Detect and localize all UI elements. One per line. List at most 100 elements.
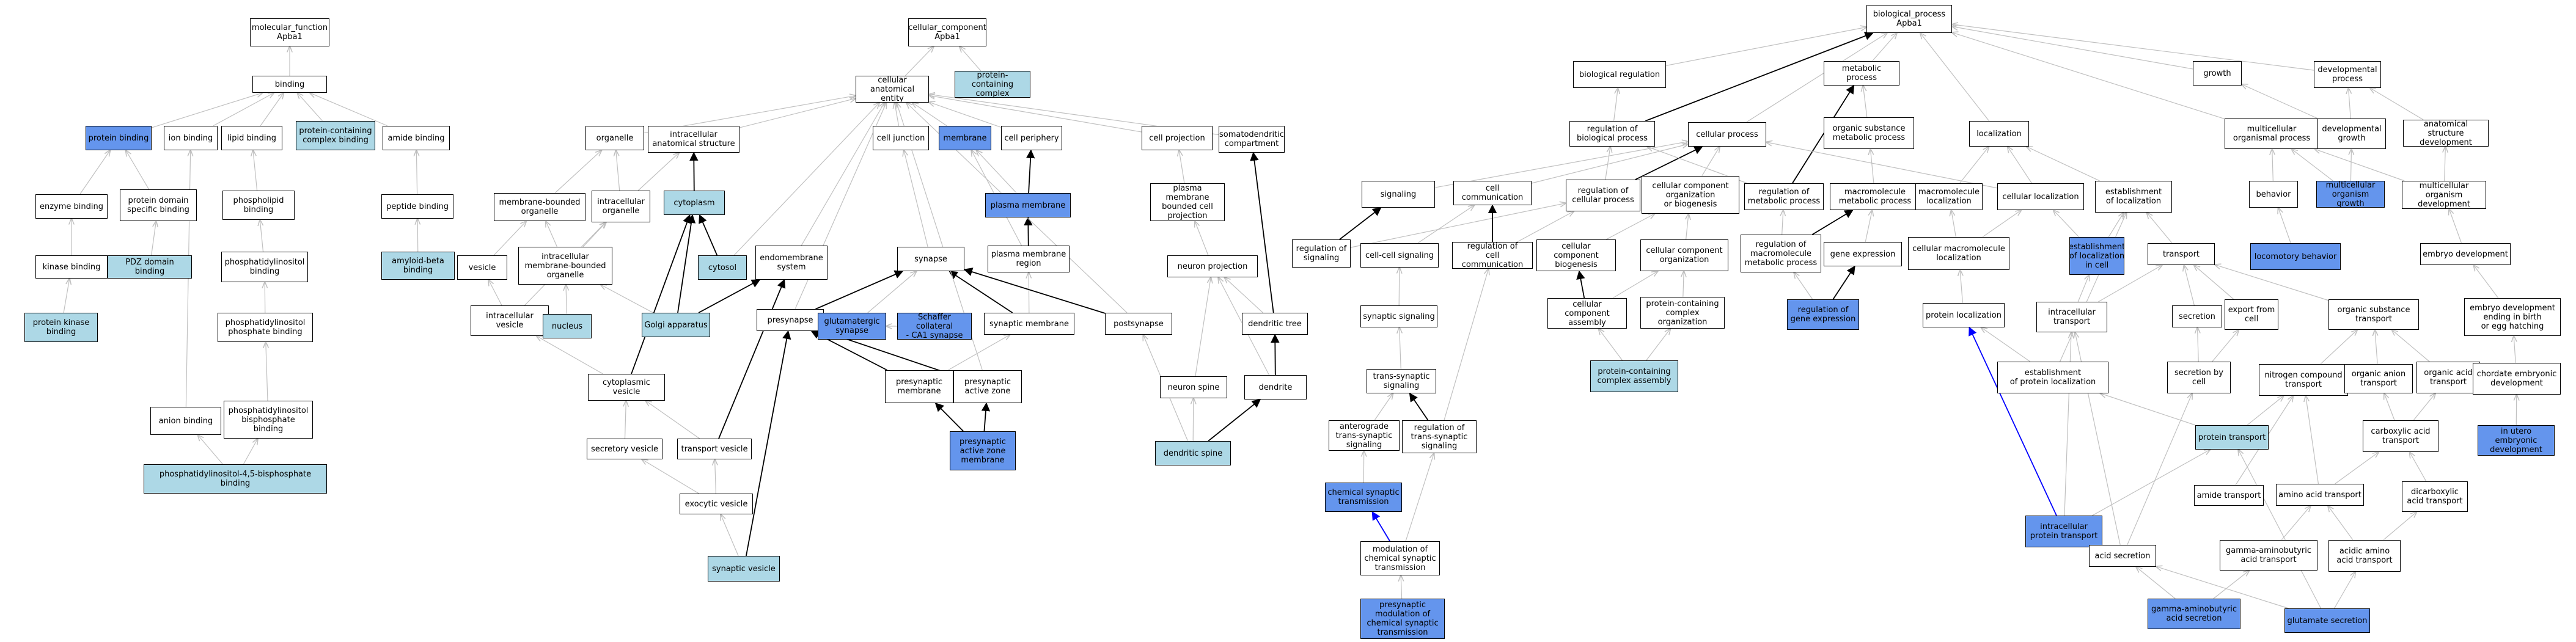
go-term-ccs[interactable]: cell-cell signaling (1360, 243, 1439, 268)
go-term-ost[interactable]: organic substance transport (2328, 299, 2419, 330)
go-term-osmp[interactable]: organic substance metabolic process (1824, 117, 1914, 149)
go-term-pazm[interactable]: presynaptic active zone membrane (950, 431, 1016, 470)
go-term-reg-cp[interactable]: regulation of cellular process (1566, 180, 1640, 211)
go-term-nct[interactable]: nitrogen compound transport (2259, 364, 2348, 396)
go-term-elc[interactable]: establishment of localization in cell (2069, 237, 2124, 275)
go-term-mod[interactable]: multicellular organism development (2402, 181, 2486, 209)
go-term-pcco[interactable]: protein-containing complex organization (1640, 297, 1725, 329)
go-term-synaptic-vesicle[interactable]: synaptic vesicle (708, 556, 780, 582)
go-term-abeta[interactable]: amyloid-beta binding (381, 252, 455, 280)
go-term-cst[interactable]: chemical synaptic transmission (1325, 483, 1402, 512)
go-term-reg-mp[interactable]: regulation of metabolic process (1744, 183, 1824, 210)
go-term-pip-binding[interactable]: phosphatidylinositol phosphate binding (218, 313, 313, 342)
go-term-tss[interactable]: trans-synaptic signaling (1367, 369, 1436, 393)
go-term-cytoplasm[interactable]: cytoplasm (664, 191, 725, 215)
go-term-vesicle[interactable]: vesicle (457, 255, 507, 280)
go-term-pkb[interactable]: protein kinase binding (24, 313, 98, 342)
go-term-cell-periphery[interactable]: cell periphery (1001, 126, 1062, 150)
go-term-pdz[interactable]: PDZ domain binding (108, 255, 192, 279)
go-term-ccb[interactable]: cellular component biogenesis (1536, 239, 1616, 271)
go-term-pmcst[interactable]: presynaptic modulation of chemical synap… (1360, 599, 1445, 639)
go-term-reg-mmp[interactable]: regulation of macromolecule metabolic pr… (1741, 235, 1821, 272)
go-term-edbe[interactable]: embryo development ending in birth or eg… (2464, 298, 2561, 336)
go-term-secretion[interactable]: secretion (2172, 305, 2222, 327)
go-term-cyto-vesicle[interactable]: cytoplasmic vesicle (588, 374, 665, 401)
go-term-pdsb[interactable]: protein domain specific binding (120, 189, 197, 221)
go-term-ccob[interactable]: cellular component organization or bioge… (1642, 176, 1739, 214)
go-term-growth[interactable]: growth (2193, 61, 2242, 86)
go-term-oacid-t[interactable]: organic acid transport (2416, 362, 2480, 393)
go-term-macro-loc[interactable]: macromolecule localization (1915, 183, 1983, 210)
go-term-prot-transport[interactable]: protein transport (2195, 425, 2269, 450)
go-term-ced[interactable]: chordate embryonic development (2473, 363, 2561, 395)
go-term-enzyme-binding[interactable]: enzyme binding (35, 194, 108, 219)
go-term-presyn-membrane[interactable]: presynaptic membrane (885, 370, 953, 403)
go-term-syn-signaling[interactable]: synaptic signaling (1360, 305, 1437, 327)
go-term-cae[interactable]: cellular anatomical entity (856, 76, 929, 103)
go-term-est-loc[interactable]: establishment of localization (2095, 181, 2172, 213)
go-term-amide-transport[interactable]: amide transport (2194, 485, 2264, 506)
go-term-ias[interactable]: intracellular anatomical structure (648, 126, 739, 153)
go-term-reg-tss[interactable]: regulation of trans-synaptic signaling (1402, 420, 1477, 453)
go-term-dendritic-spine[interactable]: dendritic spine (1155, 441, 1231, 465)
go-term-pi45[interactable]: phosphatidylinositol-4,5-bisphosphate bi… (144, 464, 327, 494)
go-term-synapse[interactable]: synapse (897, 247, 964, 271)
go-term-transport[interactable]: transport (2148, 243, 2215, 265)
go-term-ued[interactable]: in utero embryonic development (2478, 425, 2555, 456)
go-term-cell-junction[interactable]: cell junction (873, 126, 929, 150)
go-term-mop[interactable]: multicellular organismal process (2225, 119, 2319, 149)
go-term-cat[interactable]: carboxylic acid transport (2363, 420, 2438, 452)
go-term-imbo[interactable]: intracellular membrane-bounded organelle (518, 247, 612, 285)
go-term-sec-by-cell[interactable]: secretion by cell (2167, 362, 2231, 393)
go-term-export-cell[interactable]: export from cell (2225, 299, 2278, 330)
go-term-asd[interactable]: anatomical structure development (2403, 120, 2489, 147)
go-term-signaling[interactable]: signaling (1362, 181, 1435, 208)
go-term-cco[interactable]: cellular component organization (1640, 239, 1728, 271)
go-term-peptide-binding[interactable]: peptide binding (381, 194, 453, 219)
go-term-cc[interactable]: cellular_component Apba1 (908, 18, 986, 46)
go-term-dendrite[interactable]: dendrite (1244, 375, 1307, 399)
go-term-cell-projection[interactable]: cell projection (1142, 126, 1213, 150)
go-term-pmr[interactable]: plasma membrane region (988, 246, 1070, 272)
go-term-ipt[interactable]: intracellular protein transport (2025, 516, 2102, 547)
go-term-postsynapse[interactable]: postsynapse (1105, 313, 1172, 335)
go-term-localization[interactable]: localization (1969, 121, 2029, 147)
go-term-membrane[interactable]: membrane (939, 126, 991, 150)
go-term-pi-binding[interactable]: phosphatidylinositol binding (221, 252, 308, 282)
go-term-pmbcp[interactable]: plasma membrane bounded cell projection (1150, 183, 1225, 221)
go-term-loco-behavior[interactable]: locomotory behavior (2250, 243, 2341, 270)
go-term-iv[interactable]: intracellular vesicle (471, 305, 549, 336)
go-term-pcc[interactable]: protein-containing complex (955, 71, 1030, 98)
go-term-binding[interactable]: binding (252, 76, 327, 93)
go-term-reg-cc[interactable]: regulation of cell communication (1452, 242, 1533, 269)
go-term-secretory-vesicle[interactable]: secretory vesicle (587, 439, 662, 459)
go-term-glut-secretion[interactable]: glutamate secretion (2284, 608, 2370, 633)
go-term-cell-loc[interactable]: cellular localization (1997, 183, 2084, 210)
go-term-neuron-projection[interactable]: neuron projection (1167, 255, 1258, 277)
go-term-anion-binding[interactable]: anion binding (150, 407, 221, 435)
go-term-plasma-membrane[interactable]: plasma membrane (985, 193, 1071, 217)
go-term-oat[interactable]: organic anion transport (2344, 364, 2413, 393)
go-term-aat[interactable]: amino acid transport (2276, 484, 2364, 506)
go-term-reg-signaling[interactable]: regulation of signaling (1292, 239, 1351, 268)
go-term-amide-binding[interactable]: amide binding (383, 126, 450, 150)
go-term-golgi[interactable]: Golgi apparatus (642, 313, 710, 337)
go-term-dendritic-tree[interactable]: dendritic tree (1242, 313, 1308, 335)
go-term-organelle[interactable]: organelle (585, 126, 644, 150)
go-term-pcca[interactable]: protein-containing complex assembly (1590, 360, 1678, 392)
go-term-protein-binding[interactable]: protein binding (86, 126, 152, 150)
go-term-presyn-az[interactable]: presynaptic active zone (953, 370, 1022, 403)
go-term-mog[interactable]: multicellular organism growth (2316, 181, 2385, 208)
go-term-lipid-binding[interactable]: lipid binding (221, 126, 282, 150)
go-term-cca[interactable]: cellular component assembly (1547, 298, 1627, 329)
go-term-presynapse[interactable]: presynapse (757, 309, 824, 331)
go-term-mcst[interactable]: modulation of chemical synaptic transmis… (1360, 541, 1440, 575)
go-term-bp[interactable]: biological_process Apba1 (1866, 5, 1952, 33)
go-term-glut-syn[interactable]: glutamatergic synapse (818, 313, 886, 340)
go-term-epl[interactable]: establishment of protein localization (1997, 362, 2108, 393)
go-term-cellular-process[interactable]: cellular process (1688, 122, 1766, 147)
go-term-cml[interactable]: cellular macromolecule localization (1908, 237, 2009, 270)
go-term-pibp-binding[interactable]: phosphatidylinositol bisphosphate bindin… (224, 401, 313, 439)
go-term-ion-binding[interactable]: ion binding (164, 126, 218, 150)
go-term-dat[interactable]: dicarboxylic acid transport (2402, 481, 2468, 512)
